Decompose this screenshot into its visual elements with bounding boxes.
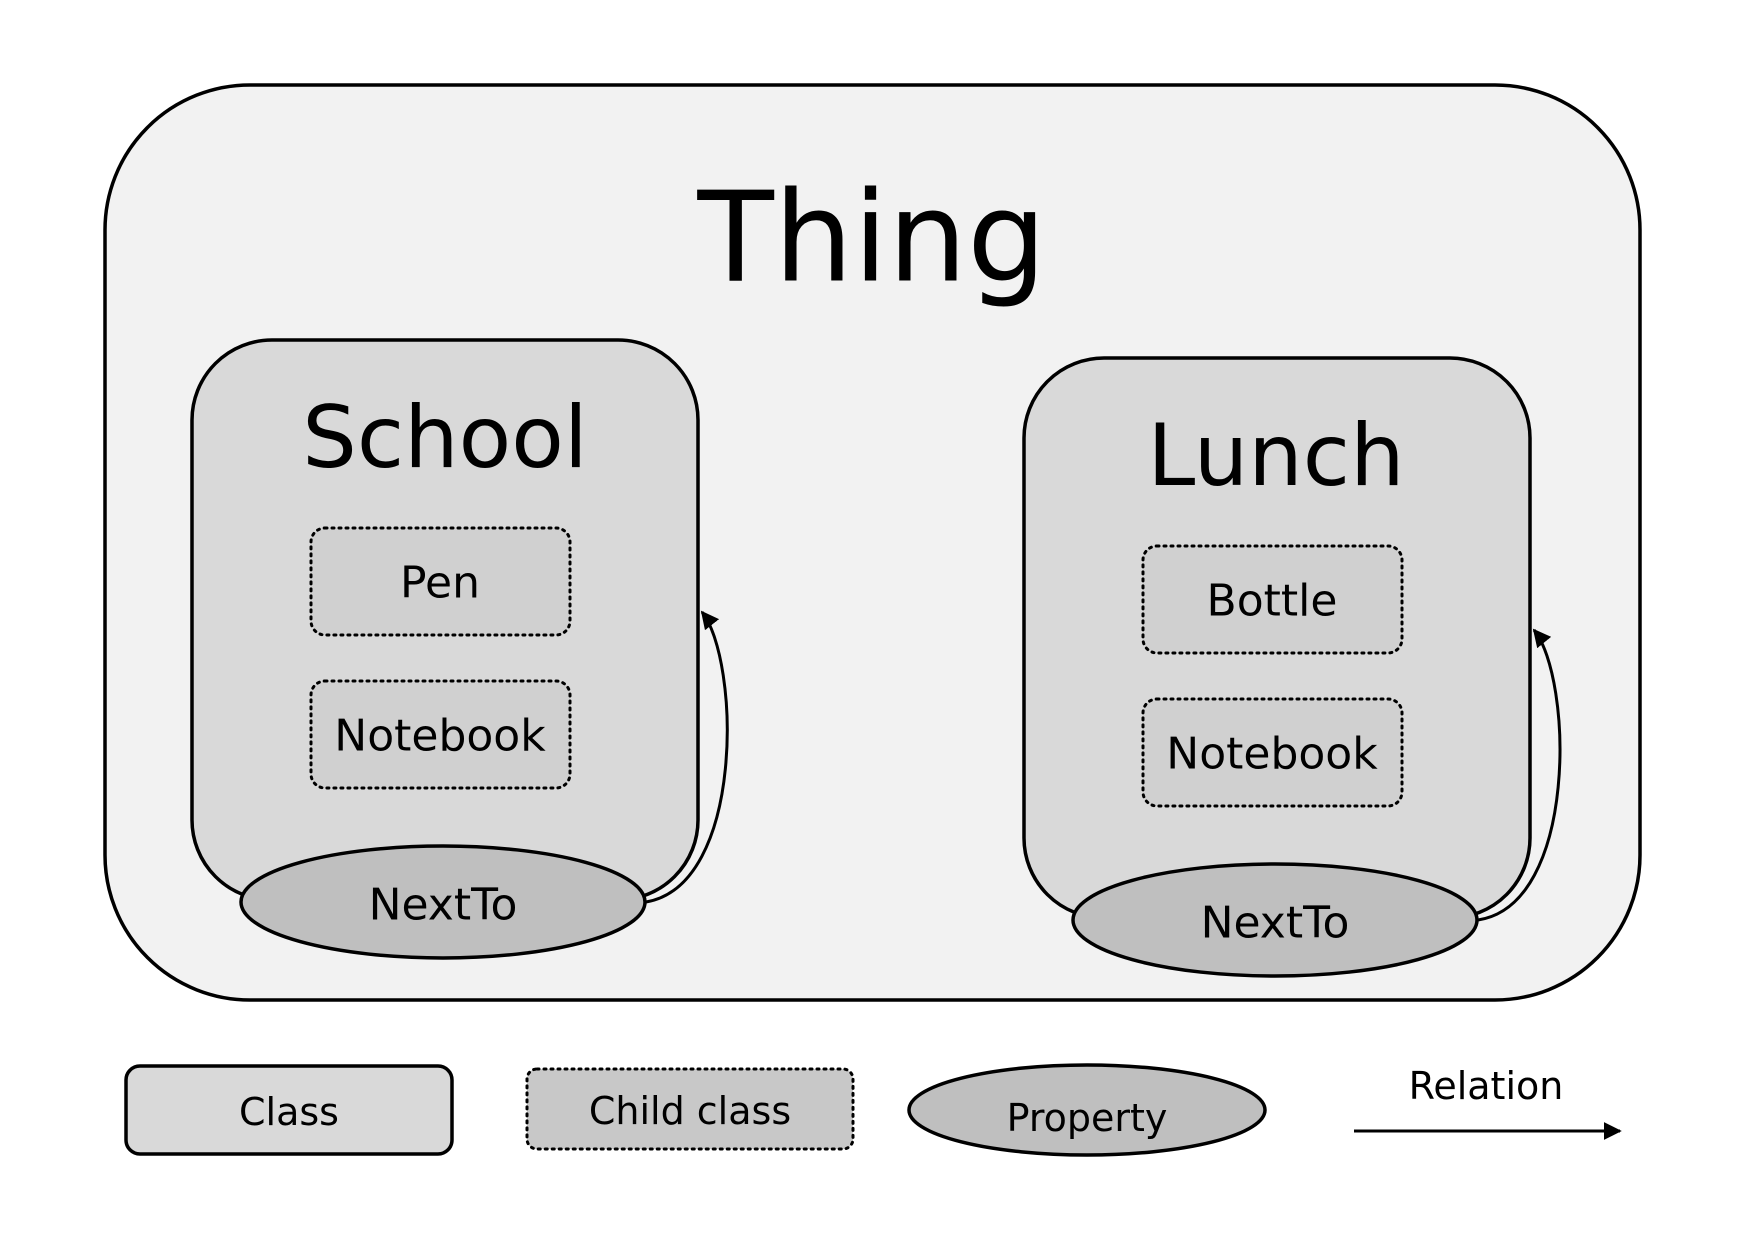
legend-child-class-box — [525, 1067, 855, 1151]
relation-arrow-school — [645, 610, 729, 904]
class-lunch: Lunch Bottle Notebook NextTo — [1022, 356, 1562, 978]
child-class-label-bottle: Bottle — [1207, 576, 1338, 627]
child-class-notebook-school — [309, 679, 572, 790]
legend-relation-label: Relation — [1409, 1064, 1564, 1108]
property-ellipse-school — [239, 844, 647, 960]
property-label-lunch: NextTo — [1201, 898, 1350, 949]
thing-label: Thing — [697, 166, 1047, 311]
relation-arrow-lunch — [1477, 628, 1562, 922]
child-class-notebook-lunch — [1141, 697, 1404, 808]
property-label-school: NextTo — [369, 880, 518, 931]
class-label-school: School — [302, 388, 588, 488]
legend-property-ellipse — [907, 1063, 1267, 1157]
legend-class-label: Class — [239, 1090, 339, 1134]
legend-class-box — [124, 1064, 454, 1156]
legend-child-class-label: Child class — [589, 1089, 791, 1133]
child-class-label-notebook-school: Notebook — [334, 711, 546, 762]
class-school: School Pen Notebook NextTo — [190, 338, 729, 960]
child-class-label-pen: Pen — [400, 558, 480, 609]
child-class-bottle — [1141, 544, 1404, 655]
child-class-pen — [309, 526, 572, 637]
class-label-lunch: Lunch — [1147, 406, 1404, 506]
property-ellipse-lunch — [1071, 862, 1479, 978]
legend: Class Child class Property Relation — [124, 1063, 1622, 1157]
child-class-label-notebook-lunch: Notebook — [1166, 729, 1378, 780]
legend-property-label: Property — [1007, 1096, 1168, 1140]
